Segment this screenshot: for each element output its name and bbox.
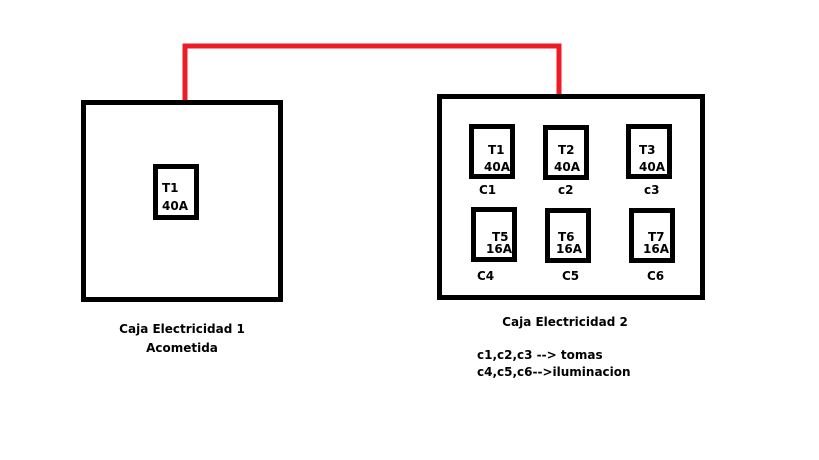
circuit-label: C5 — [562, 269, 580, 283]
breaker-t1 — [469, 124, 515, 179]
breaker-t5 — [471, 207, 517, 262]
breaker-rating: 16A — [643, 242, 669, 256]
breaker-name: T6 — [558, 230, 575, 244]
breaker-t2 — [543, 125, 589, 180]
breaker-t7 — [629, 208, 675, 263]
breaker-name: T1 — [488, 143, 505, 157]
breaker-rating: 40A — [639, 160, 665, 174]
breaker-name: T3 — [639, 143, 656, 157]
box1-caption-title: Caja Electricidad 1 — [119, 322, 245, 336]
breaker-name: T7 — [648, 230, 665, 244]
breaker-rating: 40A — [162, 199, 188, 213]
breaker-rating: 40A — [554, 160, 580, 174]
box2-caption: Caja Electricidad 2 — [502, 315, 628, 329]
breaker-name: T1 — [162, 181, 179, 195]
circuit-label: C1 — [479, 183, 497, 197]
legend-note: c4,c5,c6-->iluminacion — [477, 365, 631, 379]
breaker-rating: 40A — [484, 160, 510, 174]
breaker-name: T2 — [558, 143, 575, 157]
breaker-box1-t1 — [153, 164, 199, 220]
circuit-label: C6 — [647, 269, 665, 283]
legend-note: c1,c2,c3 --> tomas — [477, 348, 603, 362]
breaker-rating: 16A — [486, 242, 512, 256]
circuit-label: c3 — [644, 183, 660, 197]
circuit-label: c2 — [558, 183, 574, 197]
breaker-name: T5 — [492, 230, 509, 244]
circuit-label: C4 — [477, 269, 495, 283]
breaker-t6 — [545, 208, 591, 263]
wire-line — [182, 43, 562, 102]
box1-caption-subtitle: Acometida — [146, 341, 218, 355]
breaker-rating: 16A — [556, 242, 582, 256]
breaker-t3 — [626, 124, 672, 179]
